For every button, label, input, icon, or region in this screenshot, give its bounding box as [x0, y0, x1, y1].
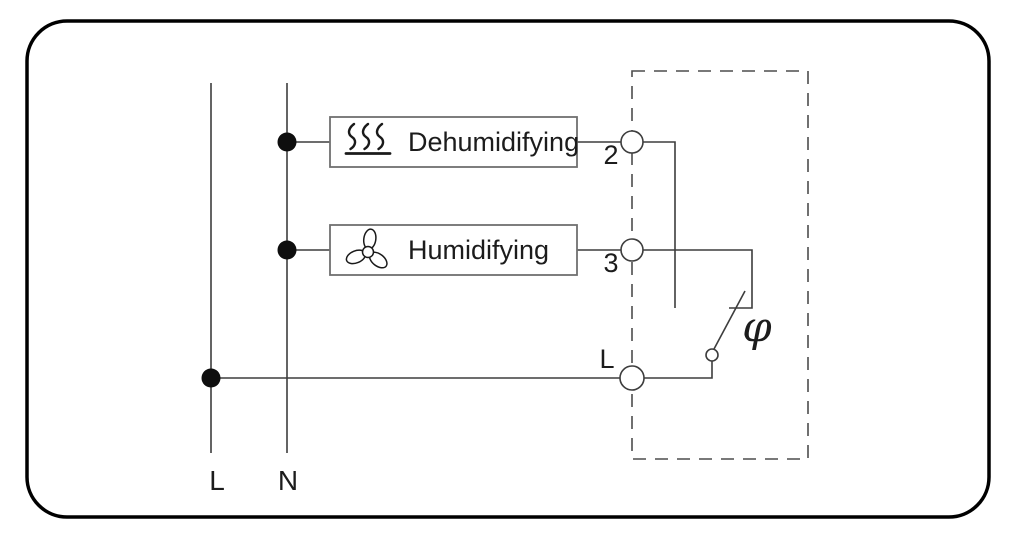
junction-dot-n-dehumidifying	[277, 132, 297, 152]
junction-dot-n-humidifying	[277, 240, 297, 260]
wires	[211, 141, 753, 379]
terminal-3-label: 3	[603, 248, 618, 278]
supply-l-label: L	[209, 465, 225, 496]
terminal-l-circle	[619, 365, 645, 391]
supply-n-label: N	[278, 465, 298, 496]
dehumidifying-label: Dehumidifying	[408, 127, 579, 157]
device-boundary-dashed-box	[631, 70, 809, 460]
dehumidifying-box: Dehumidifying	[329, 116, 579, 168]
humidifying-label: Humidifying	[408, 235, 549, 265]
terminal-3-circle	[620, 238, 644, 262]
terminals	[619, 130, 719, 391]
fan-icon	[345, 228, 388, 269]
wire-terminal3-to-contact	[643, 249, 753, 309]
terminal-2-label: 2	[603, 140, 618, 170]
terminal-l-label: L	[599, 344, 614, 374]
heat-waves-icon	[344, 122, 392, 155]
junction-dots	[201, 132, 297, 388]
humidifying-box: Humidifying	[329, 224, 578, 276]
junction-dot-l-feed	[201, 368, 221, 388]
switch-pivot-circle	[705, 348, 719, 362]
switch-blade	[713, 290, 746, 350]
dehumidifying-box-outline	[329, 116, 578, 168]
wire-terminal2-to-contact	[643, 141, 676, 308]
phi-humidity-symbol: φ	[742, 302, 772, 351]
wire-terminal-l-to-switch	[644, 361, 713, 379]
terminal-2-circle	[620, 130, 644, 154]
